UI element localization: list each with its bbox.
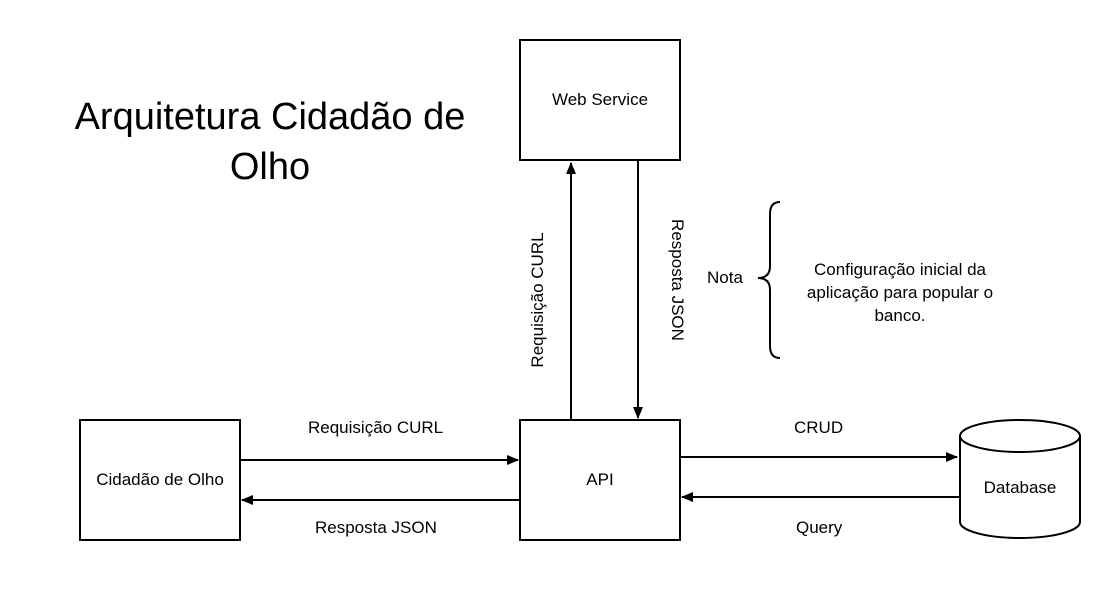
note-brace xyxy=(757,201,781,359)
api-label: API xyxy=(586,470,614,489)
diagram-title: Arquitetura Cidadão de Olho xyxy=(74,96,466,188)
api-node: API xyxy=(519,419,681,541)
web-service-node: Web Service xyxy=(519,39,681,161)
edge-label-api-to-webservice: Requisição CURL xyxy=(528,232,547,368)
note-label: Nota xyxy=(707,268,743,287)
edge-label-api-to-database: CRUD xyxy=(794,418,844,437)
note-text: Configuração inicial da aplicação para p… xyxy=(806,260,994,325)
edge-label-api-to-client: Resposta JSON xyxy=(315,518,437,537)
edge-label-client-to-api: Requisição CURL xyxy=(308,418,444,437)
edge-label-database-to-api: Query xyxy=(796,518,843,537)
database-cylinder xyxy=(959,419,1081,539)
edge-label-webservice-to-api: Resposta JSON xyxy=(668,219,687,341)
database-label: Database xyxy=(983,478,1057,497)
client-label: Cidadão de Olho xyxy=(96,470,224,489)
client-node: Cidadão de Olho xyxy=(79,419,241,541)
web-service-label: Web Service xyxy=(551,90,649,109)
